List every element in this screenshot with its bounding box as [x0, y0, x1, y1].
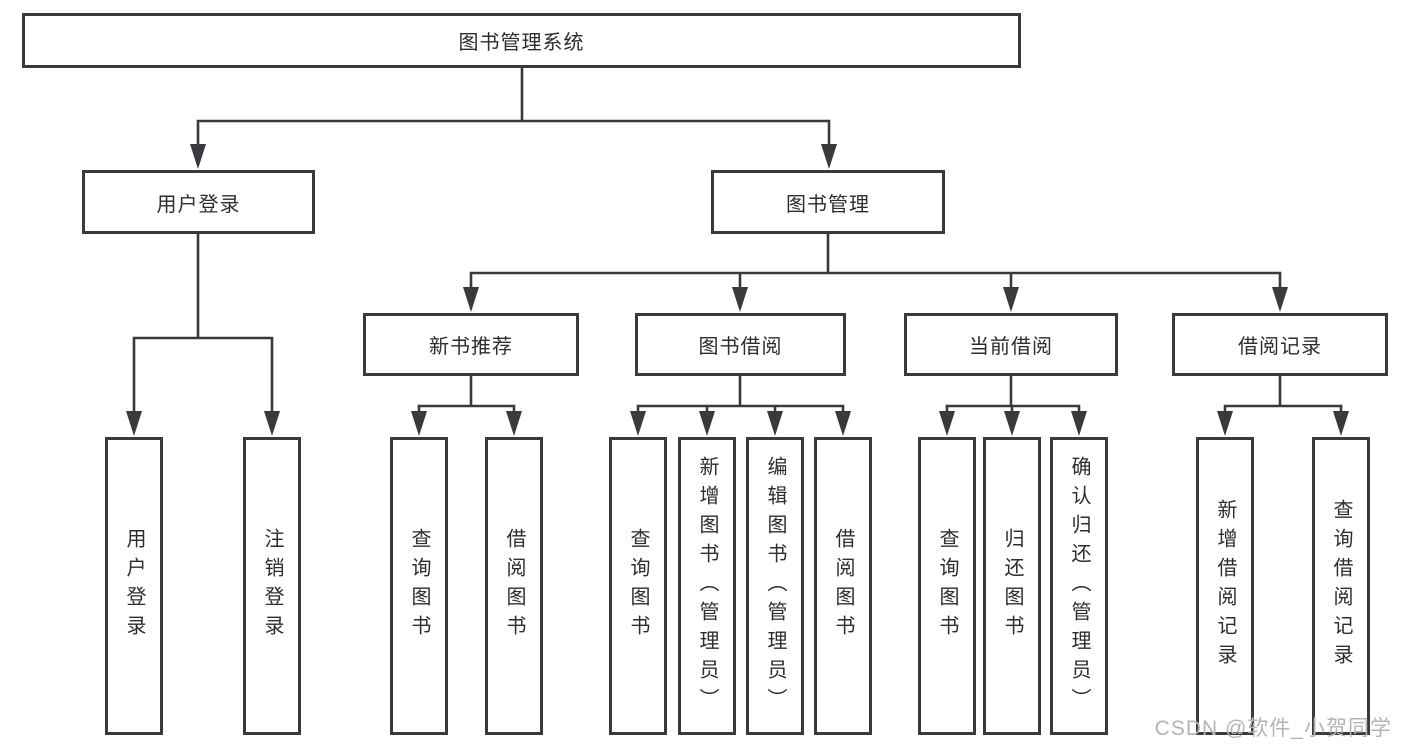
leaf-borrow-books: 借阅图书 [814, 437, 872, 735]
leaf-add-borrow-record: 新增借阅记录 [1196, 437, 1254, 735]
leaf-label: 查询图书 [627, 528, 649, 644]
node-new-book-recommend: 新书推荐 [363, 313, 579, 376]
leaf-label: 确认归还（管理员） [1068, 455, 1090, 717]
leaf-logout: 注销登录 [243, 437, 301, 735]
leaf-label: 查询借阅记录 [1330, 499, 1352, 673]
leaf-label: 新增借阅记录 [1214, 499, 1236, 673]
leaf-label: 注销登录 [261, 528, 283, 644]
leaf-label: 借阅图书 [832, 528, 854, 644]
node-label: 图书管理系统 [458, 32, 585, 54]
node-library-system: 图书管理系统 [22, 13, 1021, 68]
node-user-login: 用户登录 [82, 170, 315, 234]
leaf-query-borrow-record: 查询借阅记录 [1312, 437, 1370, 735]
node-borrowing-records: 借阅记录 [1172, 313, 1388, 376]
node-label: 借阅记录 [1238, 336, 1322, 358]
leaf-label: 新增图书（管理员） [696, 455, 718, 717]
leaf-label: 编辑图书（管理员） [764, 455, 786, 717]
node-label: 用户登录 [156, 193, 241, 216]
node-book-management: 图书管理 [711, 170, 945, 234]
node-label: 图书借阅 [698, 336, 783, 358]
leaf-query-books: 查询图书 [609, 437, 667, 735]
arrowheads [126, 144, 1349, 436]
leaf-user-login: 用户登录 [105, 437, 163, 735]
leaf-confirm-return-admin: 确认归还（管理员） [1050, 437, 1108, 735]
csdn-watermark: CSDN @软件_小贺同学 [1154, 717, 1392, 740]
leaf-label: 查询图书 [408, 528, 430, 644]
leaf-query-books-recommend: 查询图书 [390, 437, 448, 735]
leaf-query-books-current: 查询图书 [918, 437, 976, 735]
leaf-label: 查询图书 [936, 528, 958, 644]
node-book-borrowing: 图书借阅 [635, 313, 846, 376]
node-label: 当前借阅 [969, 336, 1053, 358]
leaf-edit-books-admin: 编辑图书（管理员） [746, 437, 804, 735]
node-current-borrowing: 当前借阅 [904, 313, 1118, 376]
leaf-label: 借阅图书 [503, 528, 525, 644]
leaf-add-books-admin: 新增图书（管理员） [678, 437, 736, 735]
leaf-borrow-books-recommend: 借阅图书 [485, 437, 543, 735]
leaf-label: 用户登录 [123, 528, 145, 644]
node-label: 新书推荐 [429, 336, 513, 358]
leaf-label: 归还图书 [1001, 528, 1023, 644]
node-label: 图书管理 [786, 193, 870, 216]
leaf-return-books: 归还图书 [983, 437, 1041, 735]
